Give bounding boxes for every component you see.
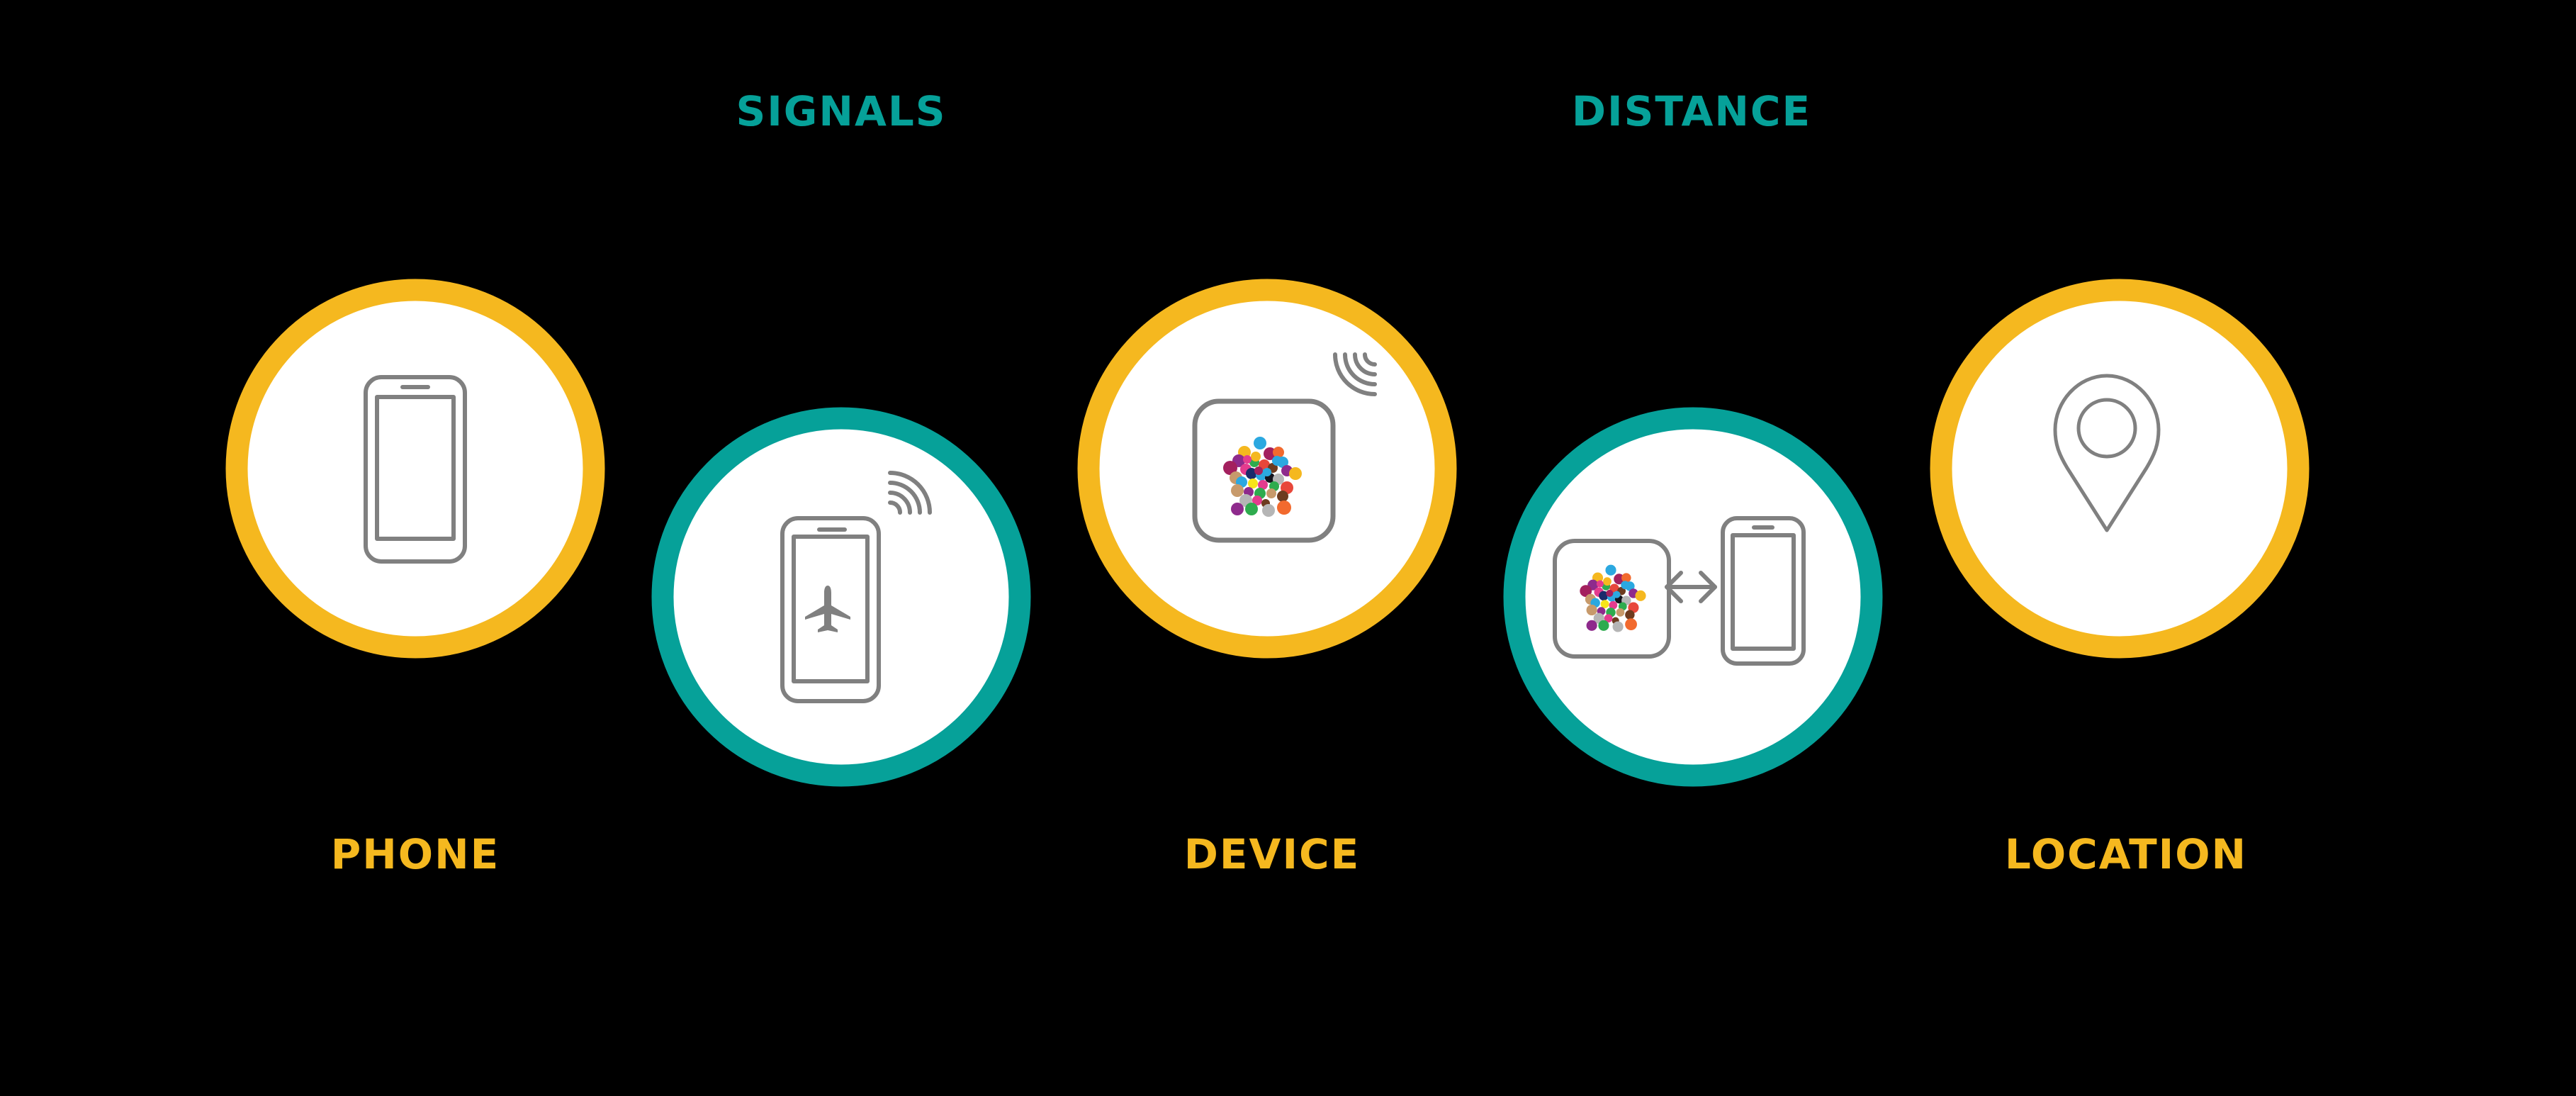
phone-icon [780,516,881,703]
label-location: LOCATION [2004,830,2248,878]
label-distance: DISTANCE [1571,87,1812,135]
wireless-signal-icon [888,471,932,515]
step-distance [1503,407,1883,787]
step-device [1077,279,1457,659]
signals-circle-teal-ring [651,407,1031,787]
phone-circle-yellow-ring [225,279,605,659]
label-signals: SIGNALS [736,87,947,135]
beacon-device-icon [1192,398,1336,543]
step-signals [651,407,1031,787]
double-arrow-icon [1665,571,1717,603]
beacon-device-icon [1553,539,1671,659]
airplane-icon [805,586,850,632]
distance-circle-teal-ring [1503,407,1883,787]
wireless-signal-icon [1333,352,1377,396]
map-pin-icon [2053,374,2161,532]
label-device: DEVICE [1183,830,1361,878]
step-phone [225,279,605,659]
label-phone: PHONE [330,830,500,878]
step-location [1930,279,2310,659]
phone-icon [1721,516,1806,666]
location-circle-yellow-ring [1930,279,2310,659]
